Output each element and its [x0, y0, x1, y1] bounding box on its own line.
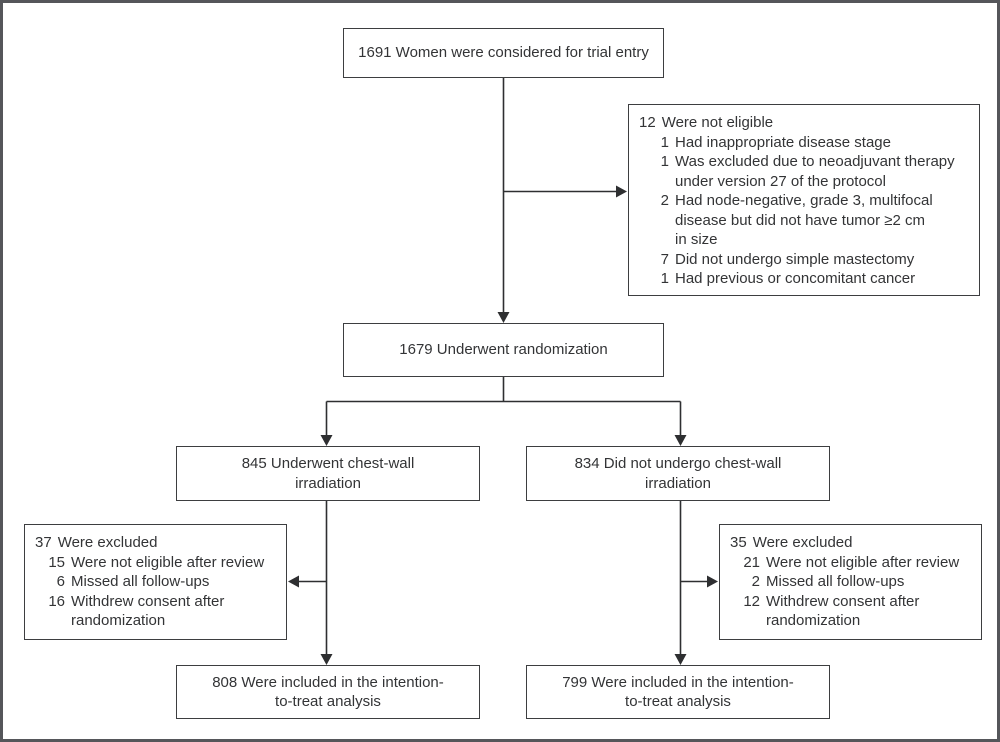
arrow-down-icon — [674, 435, 687, 446]
box-not-eligible: 12 Were not eligible 1 Had inappropriate… — [628, 104, 980, 296]
arrow-down-icon — [320, 435, 333, 446]
box-considered-for-entry: 1691 Women were considered for trial ent… — [343, 28, 664, 78]
arrow-down-icon — [674, 654, 687, 665]
not-eligible-label: Were not eligible — [661, 114, 774, 131]
excluded-right-item: 12 Withdrew consent after randomization — [730, 592, 973, 631]
box-itt-right-text: 799 Were included in the intention- to-t… — [562, 673, 794, 711]
excluded-right-item: 21 Were not eligible after review — [730, 553, 973, 573]
excluded-right-label: Were excluded — [752, 534, 853, 551]
arrow-down-icon — [497, 312, 510, 323]
item-text: Had node-negative, grade 3, multifocal d… — [675, 192, 933, 248]
item-count: 6 — [56, 573, 65, 590]
item-count: 15 — [48, 553, 65, 571]
arrow-right-icon — [616, 185, 627, 198]
not-eligible-item: 2 Had node-negative, grade 3, multifocal… — [639, 191, 971, 250]
box-excluded-right: 35 Were excluded 21 Were not eligible af… — [719, 524, 982, 640]
item-count: 12 — [743, 592, 760, 610]
excluded-left-count: 37 — [35, 534, 52, 551]
not-eligible-item: 1 Had inappropriate disease stage — [639, 133, 971, 153]
not-eligible-count: 12 — [639, 114, 656, 131]
box-itt-left: 808 Were included in the intention- to-t… — [176, 665, 480, 719]
item-count: 2 — [751, 573, 760, 590]
item-text: Missed all follow-ups — [71, 573, 210, 590]
item-text: Were not eligible after review — [71, 553, 265, 571]
arrow-right-icon — [707, 575, 718, 588]
item-count: 16 — [48, 592, 65, 610]
not-eligible-header: 12 Were not eligible — [639, 113, 971, 133]
box-arm-irradiation: 845 Underwent chest-wall irradiation — [176, 446, 480, 501]
not-eligible-item: 1 Was excluded due to neoadjuvant therap… — [639, 152, 971, 191]
item-text: Was excluded due to neoadjuvant therapy … — [675, 153, 955, 190]
box-arm-irradiation-text: 845 Underwent chest-wall irradiation — [241, 455, 415, 492]
item-text: Had previous or concomitant cancer — [675, 270, 916, 287]
item-count: 2 — [660, 192, 669, 209]
box-arm-no-irradiation: 834 Did not undergo chest-wall irradiati… — [526, 446, 830, 501]
excluded-left-item: 6 Missed all follow-ups — [35, 572, 278, 592]
item-count: 1 — [660, 133, 669, 151]
excluded-left-header: 37 Were excluded — [35, 533, 278, 553]
box-excluded-left: 37 Were excluded 15 Were not eligible af… — [24, 524, 287, 640]
box-itt-right: 799 Were included in the intention- to-t… — [526, 665, 830, 719]
item-text: Withdrew consent after randomization — [71, 592, 225, 630]
item-text: Did not undergo simple mastectomy — [675, 250, 915, 268]
item-text: Were not eligible after review — [766, 553, 960, 571]
excluded-left-item: 16 Withdrew consent after randomization — [35, 592, 278, 631]
box-randomized: 1679 Underwent randomization — [343, 323, 664, 377]
not-eligible-item: 7 Did not undergo simple mastectomy — [639, 250, 971, 270]
excluded-right-count: 35 — [730, 534, 747, 551]
item-count: 1 — [660, 270, 669, 287]
excluded-left-item: 15 Were not eligible after review — [35, 553, 278, 573]
box-randomized-text: 1679 Underwent randomization — [399, 341, 608, 359]
item-text: Had inappropriate disease stage — [675, 133, 891, 151]
excluded-left-label: Were excluded — [57, 534, 158, 551]
arrow-down-icon — [320, 654, 333, 665]
item-count: 21 — [743, 553, 760, 571]
item-count: 7 — [660, 250, 669, 268]
excluded-right-item: 2 Missed all follow-ups — [730, 572, 973, 592]
item-count: 1 — [660, 153, 669, 170]
item-text: Missed all follow-ups — [766, 573, 905, 590]
box-considered-text: 1691 Women were considered for trial ent… — [358, 44, 649, 62]
box-itt-left-text: 808 Were included in the intention- to-t… — [212, 673, 444, 711]
arrow-left-icon — [288, 575, 299, 588]
item-text: Withdrew consent after randomization — [766, 592, 920, 630]
box-arm-no-irradiation-text: 834 Did not undergo chest-wall irradiati… — [574, 455, 782, 492]
not-eligible-item: 1 Had previous or concomitant cancer — [639, 269, 971, 289]
excluded-right-header: 35 Were excluded — [730, 533, 973, 553]
